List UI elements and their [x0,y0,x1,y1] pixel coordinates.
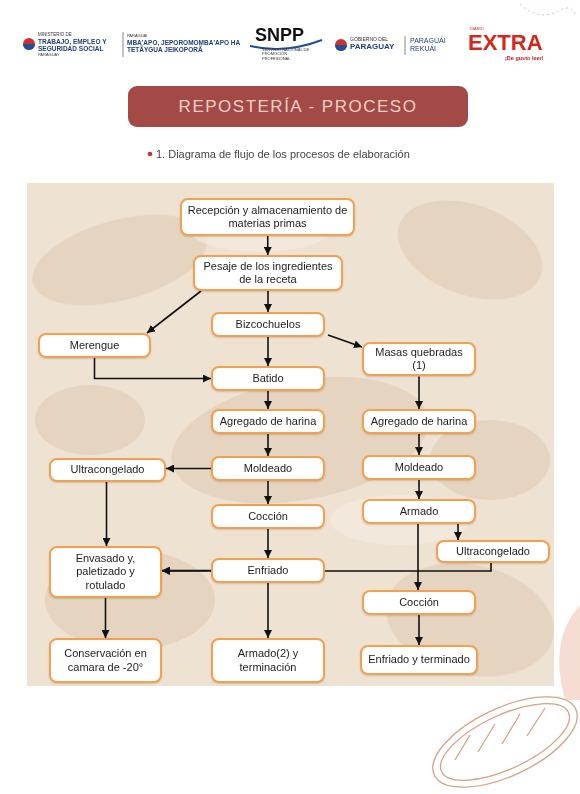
flow-arrow [418,434,420,455]
process-box: Ultracongelado [49,458,166,482]
flow-arrow [267,529,269,558]
step-label: Pesaje de los ingredientes de la receta [199,260,337,286]
logo-text: TRABAJO, EMPLEO Y SEGURIDAD SOCIAL [38,38,120,52]
decoration-swirl [520,4,576,16]
process-box: Enfriado y terminado [360,645,478,675]
step-label: Merengue [70,339,120,352]
flow-arrow [267,434,269,456]
step-label: Enfriado [248,564,289,577]
process-box: Moldeado [211,456,325,481]
logo-text: MBA'APO, JEPOROMOMBA'APO HA TETÃYGUA JEI… [127,39,252,53]
step-label: Cocción [399,596,439,609]
process-box: Moldeado [362,455,476,480]
process-box: Batido [211,366,325,391]
step-label: Conservación en camara de -20° [55,647,156,673]
title-text: REPOSTERÍA - PROCESO [179,97,418,117]
bread-illustration [420,678,580,794]
flow-arrow [267,236,269,255]
logo-text: SERVICIO NACIONAL DE PROMOCIÓN PROFESION… [262,48,314,61]
step-label: Envasado y, paletizado y rotulado [55,552,156,592]
process-box: Armado(2) y terminación [211,638,325,683]
flow-arrow [418,480,420,499]
logo-text: GOBIERNO DEL [350,37,388,43]
process-box: Pesaje de los ingredientes de la receta [193,255,343,291]
flow-arrow [267,291,269,312]
step-label: Recepción y almacenamiento de materias p… [186,204,349,230]
step-label: Masas quebradas (1) [368,346,470,372]
flow-arrow [267,391,269,409]
process-box: Enfriado [211,558,325,583]
process-box: Agregado de harina [211,409,325,434]
logo-text: PARAGUAY [350,43,394,52]
logo-text: MINISTERIO DE [38,33,72,38]
process-box: Armado [362,499,476,524]
step-label: Cocción [248,510,288,523]
step-label: Ultracongelado [456,545,530,558]
process-box: Envasado y, paletizado y rotulado [49,546,162,598]
process-box: Conservación en camara de -20° [49,638,162,683]
process-box: Recepción y almacenamiento de materias p… [180,198,355,236]
step-label: Armado(2) y terminación [217,647,319,673]
step-label: Ultracongelado [71,463,145,476]
logo-text: PARAGUÁI [127,34,147,38]
flow-arrow [166,468,211,470]
decoration-shape [559,605,580,700]
step-label: Enfriado y terminado [368,653,470,666]
flow-arrow [418,615,420,645]
step-label: Bizcochuelos [236,318,301,331]
step-label: Agregado de harina [220,415,317,428]
flow-arrow [328,335,362,347]
flow-arrow [418,376,420,409]
process-box: Merengue [38,333,151,358]
step-label: Moldeado [395,461,443,474]
logo-text: PARAGUAY [38,53,60,57]
flow-arrow [417,524,419,590]
logo-text: EXTRA [468,31,543,55]
flow-arrow [105,598,107,638]
flow-arrow [457,524,459,540]
flow-arrow [267,337,269,366]
bread-photo [23,182,565,691]
caption-text: 1. Diagrama de flujo de los procesos de … [156,148,410,160]
step-label: Armado [400,505,439,518]
flow-arrow [267,481,269,504]
title-banner: REPOSTERÍA - PROCESO [128,86,468,127]
logo-icon [23,38,35,50]
logo-text: PARAGUÁI REKUÁI [410,37,452,52]
step-label: Moldeado [244,462,292,475]
bullet [148,152,153,157]
caption-line: 1. Diagrama de flujo de los procesos de … [156,148,410,160]
logo-text: ¡De gusto leer! [505,55,544,61]
process-box: Cocción [211,504,325,529]
flow-arrow [147,291,201,333]
step-label: Agregado de harina [371,415,468,428]
flow-arrow [106,482,108,546]
flow-arrow [267,583,269,638]
process-box: Bizcochuelos [211,312,325,337]
flow-arrow [95,358,212,379]
step-label: Batido [252,372,283,385]
logo-icon [335,39,347,51]
process-box: Masas quebradas (1) [362,342,476,376]
process-box: Ultracongelado [436,540,550,563]
logo-text: SNPP [255,26,304,46]
process-box: Cocción [362,590,476,615]
process-box: Agregado de harina [362,409,476,434]
